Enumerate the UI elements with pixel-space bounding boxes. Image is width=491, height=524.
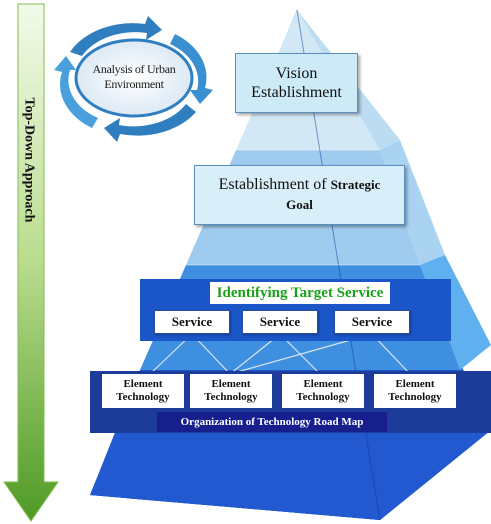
strategic-goal-box: Establishment of Strategic Goal — [194, 165, 405, 225]
strategic-line1: Establishment of — [218, 176, 327, 193]
technology-label: Technology — [116, 391, 170, 403]
element-technology-box: Element Technology — [190, 374, 272, 408]
analysis-label-line1: Analysis of Urban — [92, 62, 176, 76]
element-technology-box: Element Technology — [282, 374, 364, 408]
analysis-label: Analysis of Urban Environment — [80, 60, 188, 94]
vision-line2: Establishment — [251, 84, 342, 101]
strategic-line1b: Strategic — [330, 177, 381, 192]
target-service-title: Identifying Target Service — [210, 282, 390, 304]
service-box: Service — [334, 310, 410, 334]
element-label: Element — [395, 378, 435, 390]
roadmap-label: Organization of Technology Road Map — [157, 412, 387, 432]
analysis-label-line2: Environment — [104, 77, 164, 91]
top-down-arrow — [3, 3, 59, 522]
technology-label: Technology — [204, 391, 258, 403]
vision-line1: Vision — [275, 65, 318, 82]
element-technology-box: Element Technology — [102, 374, 184, 408]
top-down-approach-label: Top-Down Approach — [10, 60, 46, 260]
vision-establishment-box: Vision Establishment — [235, 53, 358, 113]
top-down-approach-text: Top-Down Approach — [21, 97, 37, 223]
element-label: Element — [211, 378, 251, 390]
service-box: Service — [242, 310, 318, 334]
technology-label: Technology — [296, 391, 350, 403]
element-technology-box: Element Technology — [374, 374, 456, 408]
element-label: Element — [123, 378, 163, 390]
element-label: Element — [303, 378, 343, 390]
technology-label: Technology — [388, 391, 442, 403]
analysis-cycle — [54, 16, 213, 142]
strategic-line2: Goal — [286, 197, 313, 212]
service-box: Service — [154, 310, 230, 334]
